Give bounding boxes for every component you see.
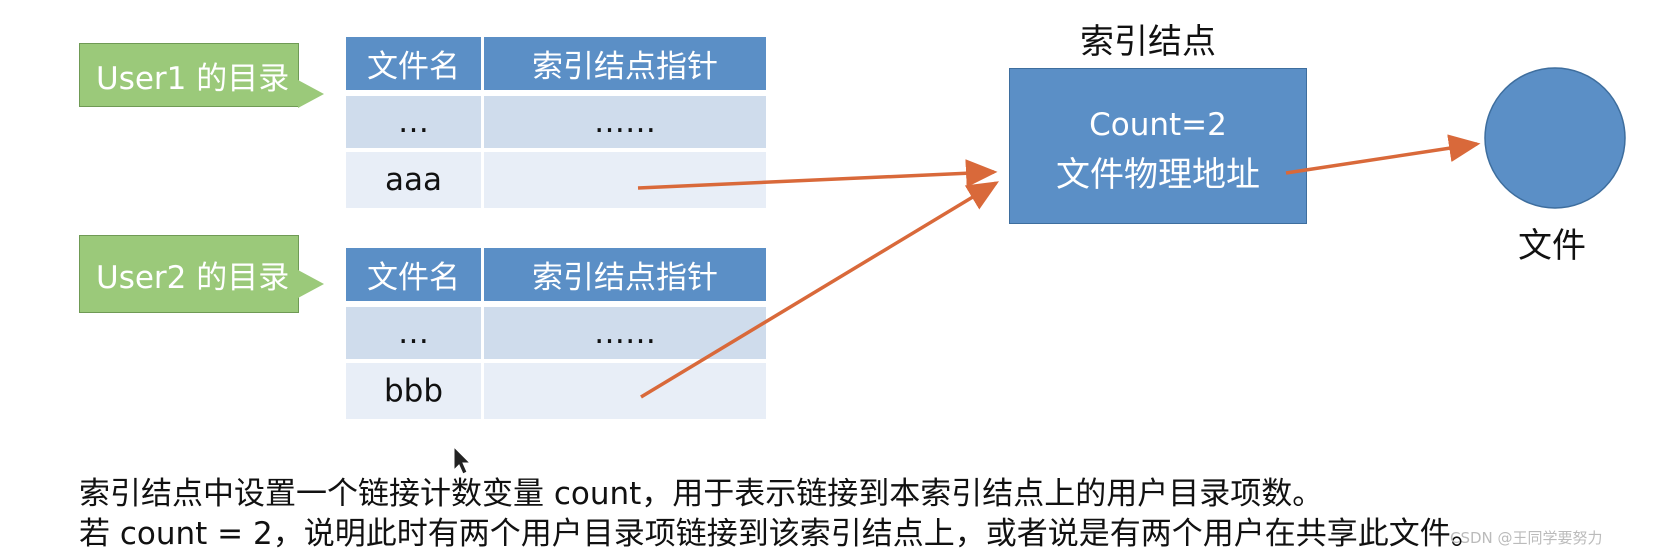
table-cell-pointer: ……	[484, 96, 766, 150]
column-header-filename: 文件名	[346, 248, 484, 304]
column-header-inode-pointer: 索引结点指针	[484, 37, 766, 93]
watermark: CSDN @王同学要努力	[1450, 529, 1603, 547]
table-row: … ……	[346, 96, 766, 150]
arrow-index-node-to-file	[1285, 134, 1481, 175]
table-header-row: 文件名 索引结点指针	[346, 37, 766, 93]
file-label: 文件	[1518, 226, 1586, 266]
user2-directory-table: 文件名 索引结点指针 … …… bbb	[346, 248, 766, 420]
index-node-box: Count=2 文件物理地址	[1009, 68, 1307, 224]
mouse-cursor-icon	[453, 445, 472, 475]
caption-line-2: 若 count = 2，说明此时有两个用户目录项链接到该索引结点上，或者说是有两…	[79, 516, 1482, 552]
file-circle	[1484, 67, 1626, 209]
table-cell-pointer	[484, 152, 766, 208]
table-header-row: 文件名 索引结点指针	[346, 248, 766, 304]
user2-callout-tail	[298, 270, 324, 298]
column-header-inode-pointer: 索引结点指针	[484, 248, 766, 304]
table-cell-pointer	[484, 363, 766, 419]
user2-directory-label: User2 的目录	[96, 259, 290, 296]
index-node-count: Count=2	[1089, 107, 1227, 143]
caption-line-1: 索引结点中设置一个链接计数变量 count，用于表示链接到本索引结点上的用户目录…	[79, 476, 1324, 512]
table-row: bbb	[346, 363, 766, 419]
user1-directory-table: 文件名 索引结点指针 … …… aaa	[346, 37, 766, 209]
table-cell-filename: …	[346, 307, 484, 361]
user1-directory-callout: User1 的目录	[79, 43, 299, 107]
user1-callout-tail	[298, 80, 324, 108]
table-row: aaa	[346, 152, 766, 208]
arrow-bbb-to-index-node	[640, 181, 999, 399]
column-header-filename: 文件名	[346, 37, 484, 93]
user1-directory-label: User1 的目录	[96, 60, 290, 97]
arrow-aaa-to-index-node	[637, 159, 998, 190]
table-cell-filename: bbb	[346, 363, 484, 419]
table-cell-filename: …	[346, 96, 484, 150]
index-node-physical-address: 文件物理地址	[1056, 155, 1260, 195]
index-node-title: 索引结点	[1080, 22, 1216, 62]
table-cell-filename: aaa	[346, 152, 484, 208]
